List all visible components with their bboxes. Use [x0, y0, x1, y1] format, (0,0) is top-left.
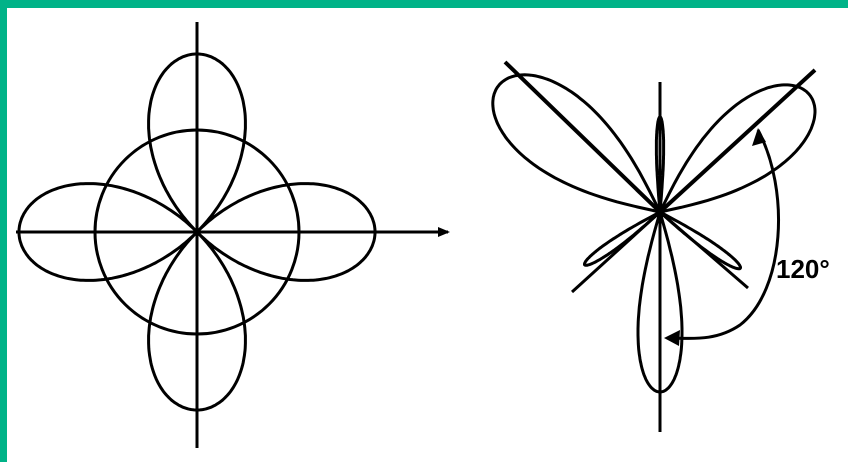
angle-label: 120°	[776, 254, 830, 284]
right-diagram: 120°	[493, 62, 830, 432]
left-diagram	[16, 22, 448, 448]
three-fold-lobe-curve	[493, 75, 815, 392]
angle-arrowhead-bottom	[664, 330, 680, 346]
